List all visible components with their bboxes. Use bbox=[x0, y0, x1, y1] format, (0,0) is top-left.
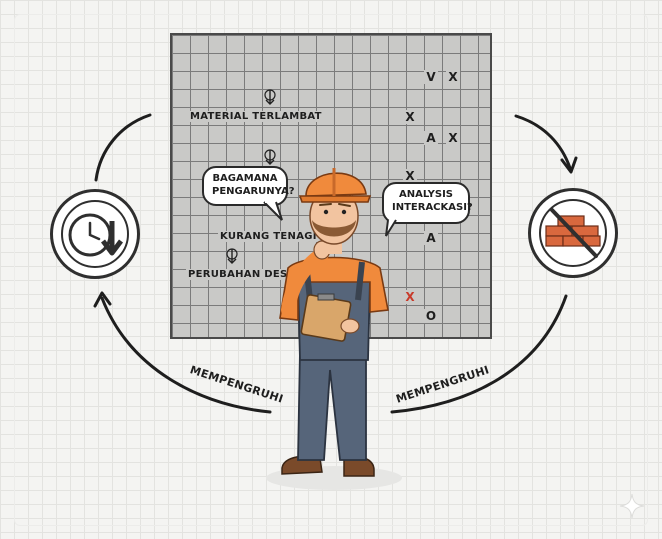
board-mark: O bbox=[424, 309, 438, 323]
down-arrow-icon bbox=[226, 248, 238, 264]
down-arrow-icon bbox=[264, 89, 276, 105]
board-label-labor-shortage: KURANG TENAGI bbox=[218, 231, 319, 242]
board-mark: X bbox=[446, 131, 460, 145]
speech-bubble-tail bbox=[263, 199, 283, 221]
speech-bubble-left: BAGAMANA PENGARUNYA? bbox=[202, 166, 295, 206]
board-mark: A bbox=[424, 231, 438, 245]
board-mark: X bbox=[403, 290, 417, 304]
clock-delay-icon bbox=[61, 200, 129, 268]
board-mark: X bbox=[446, 70, 460, 84]
down-arrow-icon bbox=[264, 149, 276, 165]
sparkle-icon bbox=[619, 493, 645, 519]
board-mark: X bbox=[403, 169, 417, 183]
board-mark: V bbox=[424, 70, 438, 84]
page-frame bbox=[14, 14, 648, 526]
board-label-material-late: MATERIAL TERLAMBAT bbox=[188, 111, 324, 122]
speech-bubble-tail bbox=[385, 219, 397, 237]
construction-worker-figure bbox=[266, 168, 402, 490]
speech-bubble-right: ANALYSIS INTERACKASI? bbox=[382, 182, 473, 224]
board-mark: A bbox=[424, 131, 438, 145]
board-mark: X bbox=[403, 110, 417, 124]
no-bricks-icon bbox=[539, 199, 607, 267]
board-label-design-change: PERUBAHAN DESAIN bbox=[186, 269, 311, 280]
